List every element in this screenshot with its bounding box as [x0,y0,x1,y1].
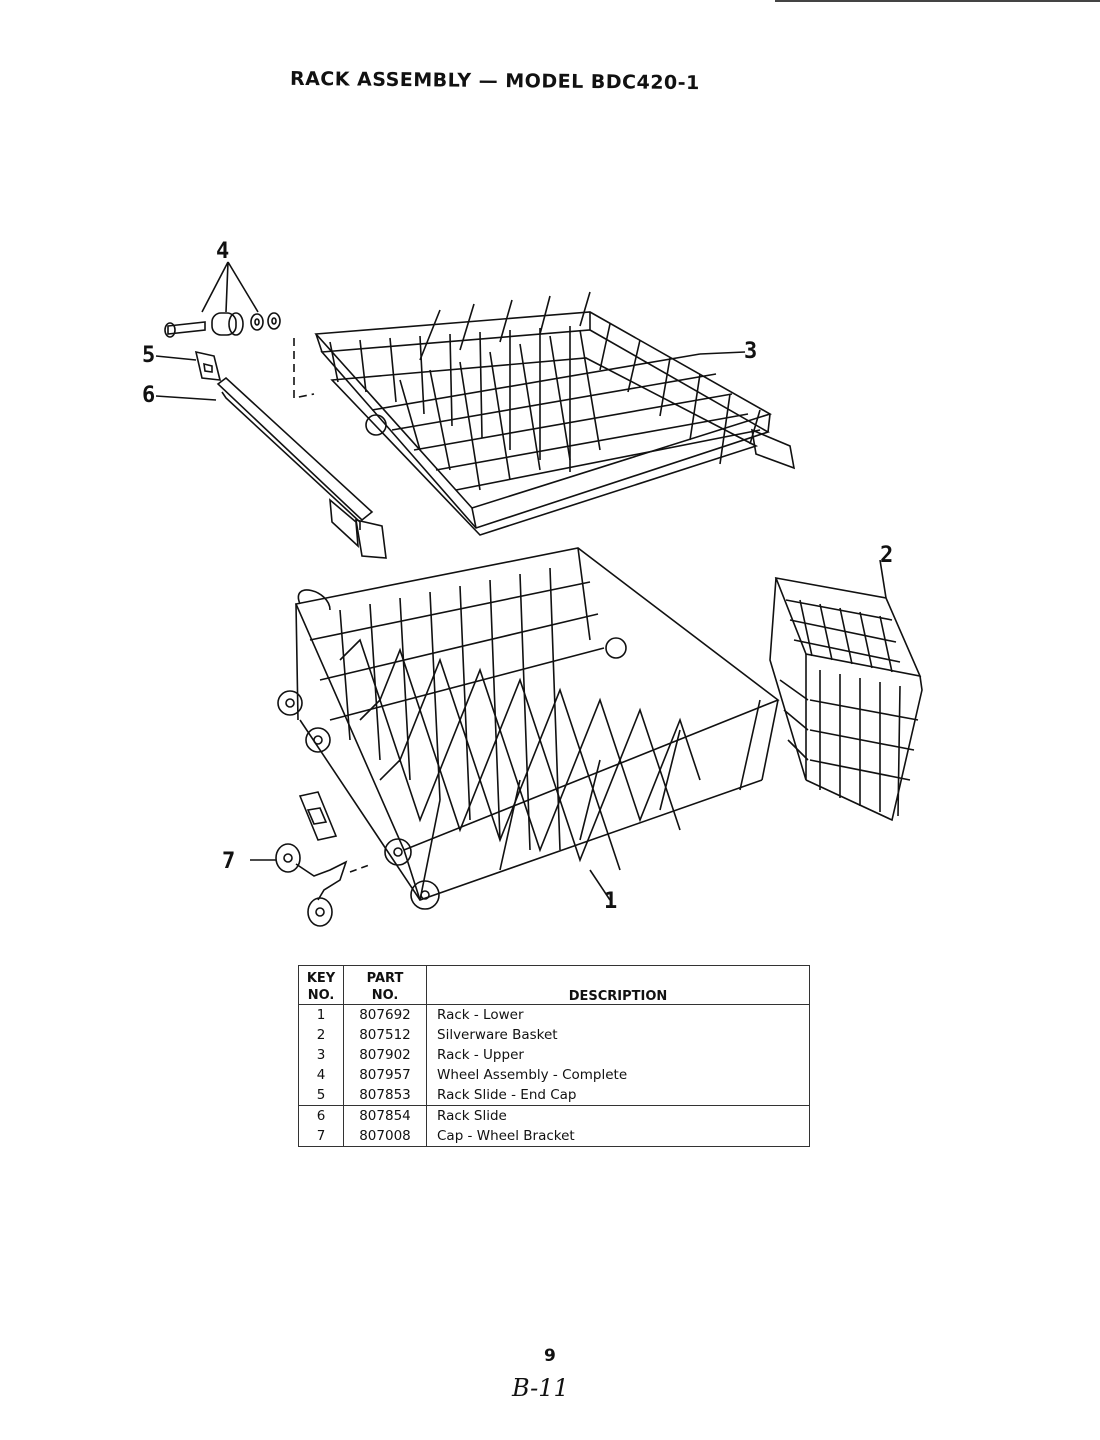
row-part-no: 807853 [343,1085,427,1106]
header-description: DESCRIPTION [426,965,810,1005]
header-part-no: PART NO. [343,965,427,1005]
header-key-line1: KEY [306,971,336,986]
row-description: Rack - Upper [426,1045,810,1065]
table-row: 7 807008 Cap - Wheel Bracket [298,1126,810,1147]
row-description: Rack Slide [426,1105,810,1126]
rack-slide-end-cap [155,350,222,381]
row-key: 6 [298,1105,344,1126]
header-part-line1: PART [366,971,404,986]
rack-slide [155,376,387,559]
table-row: 2 807512 Silverware Basket [298,1025,810,1045]
top-edge-line [775,0,1100,2]
row-description: Silverware Basket [426,1025,810,1045]
table-row: 1 807692 Rack - Lower [298,1004,810,1025]
row-part-no: 807512 [343,1025,427,1045]
lower-rack [277,547,780,910]
row-description: Rack Slide - End Cap [426,1085,810,1106]
row-part-no: 807854 [343,1105,427,1126]
row-key: 4 [298,1065,344,1085]
row-description: Wheel Assembly - Complete [426,1065,810,1085]
exploded-parts-diagram: 4 5 6 3 2 7 1 [142,239,923,927]
header-part-line2: NO. [371,988,399,1003]
header-key-line2: NO. [307,988,335,1003]
callout-6: 6 [142,383,155,408]
wheel-assembly-hardware [164,261,315,399]
row-description: Cap - Wheel Bracket [426,1126,810,1147]
row-key: 7 [298,1126,344,1147]
row-part-no: 807902 [343,1045,427,1065]
row-part-no: 807008 [343,1126,427,1147]
callout-4: 4 [216,239,229,264]
silverware-basket [769,559,923,822]
callout-7: 7 [222,849,235,874]
callout-2: 2 [880,543,893,568]
callout-3: 3 [744,339,757,364]
row-part-no: 807692 [343,1004,427,1025]
wheel-bracket [250,791,373,927]
page-number: 9 [544,1346,556,1366]
header-key-no: KEY NO. [298,965,344,1005]
table-row: 4 807957 Wheel Assembly - Complete [298,1065,810,1085]
row-part-no: 807957 [343,1065,427,1085]
table-row: 3 807902 Rack - Upper [298,1045,810,1065]
upper-rack [314,291,796,536]
row-key: 3 [298,1045,344,1065]
handwritten-note: B-11 [512,1374,569,1402]
row-key: 1 [298,1004,344,1025]
parts-table: KEY NO. PART NO. DESCRIPTION 1 807692 Ra… [298,965,810,1147]
table-row: 5 807853 Rack Slide - End Cap [298,1085,810,1106]
row-description: Rack - Lower [426,1004,810,1025]
row-key: 5 [298,1085,344,1106]
callout-1: 1 [604,889,617,914]
table-row: 6 807854 Rack Slide [298,1105,810,1126]
row-key: 2 [298,1025,344,1045]
table-header-row: KEY NO. PART NO. DESCRIPTION [298,965,810,1005]
callout-5: 5 [142,343,155,368]
